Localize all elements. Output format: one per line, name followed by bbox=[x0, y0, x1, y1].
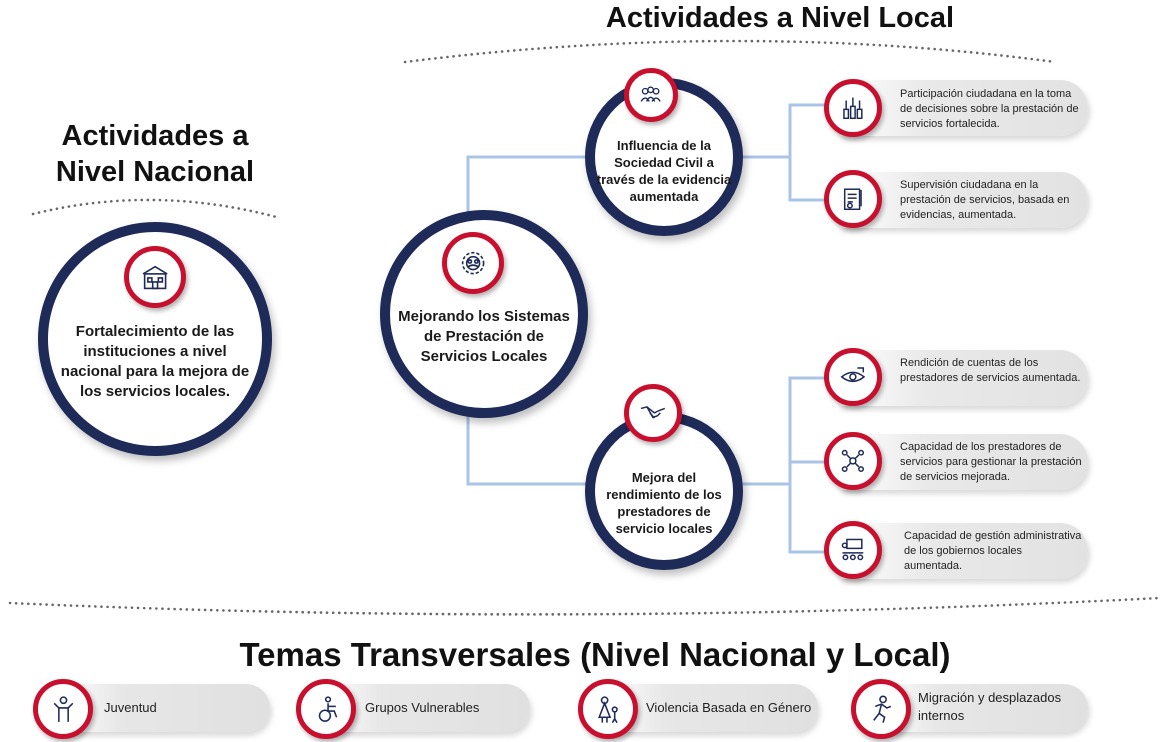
outcome-label-4: Capacidad de los prestadores de servicio… bbox=[900, 441, 1082, 483]
node-nacional: Fortalecimiento de las instituciones a n… bbox=[38, 222, 272, 456]
connector-main-influencia bbox=[466, 155, 588, 218]
group-people-icon bbox=[624, 68, 678, 122]
heading-transversales: Temas Transversales (Nivel Nacional y Lo… bbox=[239, 636, 951, 673]
outcome-label-5: Capacidad de gestión administrativa de l… bbox=[904, 530, 1082, 572]
handshake-icon bbox=[624, 384, 682, 442]
building-icon bbox=[124, 246, 186, 308]
connector-influencia-outcomes bbox=[743, 103, 828, 159]
node-mejora: Mejora del rendimiento de los prestadore… bbox=[585, 412, 743, 570]
node-mejora-label: Mejora del rendimiento de los prestadore… bbox=[606, 470, 722, 536]
checklist-report-icon bbox=[824, 170, 882, 228]
outcome-label-1: Participación ciudadana en la toma de de… bbox=[900, 88, 1079, 130]
outcome-label-2: Supervisión ciudadana en la prestación d… bbox=[900, 179, 1070, 221]
presenter-audience-icon bbox=[824, 521, 882, 579]
node-influencia-label: Influencia de la Sociedad Civil a través… bbox=[596, 138, 732, 204]
connector-influencia-outcome2 bbox=[788, 157, 828, 202]
theme-label-1: Juventud bbox=[104, 700, 157, 715]
connector-main-mejora bbox=[466, 412, 588, 486]
eye-hand-icon bbox=[824, 348, 882, 406]
theme-label-3: Violencia Basada en Género bbox=[646, 700, 812, 715]
heading-local: Actividades a Nivel Local bbox=[605, 2, 955, 34]
connector-mejora-outcomes bbox=[743, 376, 828, 486]
wheelchair-icon bbox=[296, 679, 356, 739]
network-people-icon bbox=[824, 432, 882, 490]
theme-label-4: Migración y desplazados internos bbox=[918, 690, 1062, 723]
theme-pill-3 bbox=[602, 684, 818, 732]
theme-label-2: Grupos Vulnerables bbox=[365, 700, 480, 715]
heading-nacional: Actividades a Nivel Nacional bbox=[55, 120, 255, 188]
raised-hands-icon bbox=[824, 79, 882, 137]
connector-mejora-outcome5 bbox=[788, 484, 828, 554]
dotted-arc-nacional bbox=[31, 198, 282, 220]
dotted-arc-transversal bbox=[8, 596, 1162, 616]
node-main-label: Mejorando los Sistemas de Prestación de … bbox=[398, 308, 570, 365]
mother-child-icon bbox=[578, 679, 638, 739]
youth-icon bbox=[33, 679, 93, 739]
running-person-icon bbox=[851, 679, 911, 739]
gear-people-icon bbox=[442, 232, 504, 294]
node-nacional-label: Fortalecimiento de las instituciones a n… bbox=[60, 323, 250, 400]
outcome-label-3: Rendición de cuentas de los prestadores … bbox=[900, 357, 1081, 384]
dotted-arc-local bbox=[403, 39, 1057, 64]
